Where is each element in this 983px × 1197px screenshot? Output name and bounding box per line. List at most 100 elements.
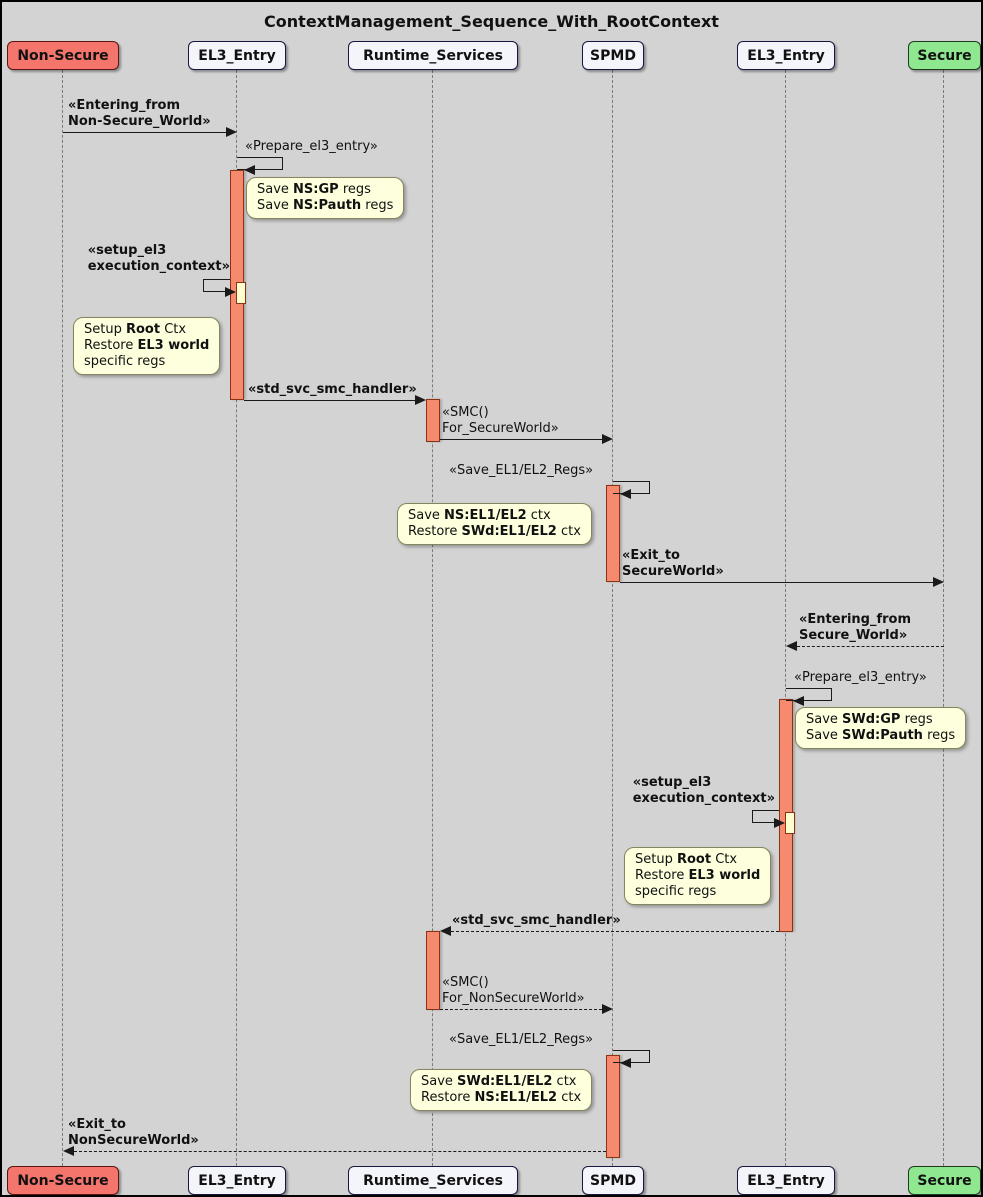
note-line: Save NS:Pauth regs <box>257 198 394 213</box>
label-line: «Save_EL1/EL2_Regs» <box>449 463 594 478</box>
lifeline-non-secure <box>62 70 63 1166</box>
arrowhead-left-icon <box>63 1146 74 1156</box>
activation-spmd-2 <box>606 1055 620 1158</box>
label-line: For_SecureWorld» <box>442 421 559 436</box>
message-label-std-svc-smc-handler-2: «std_svc_smc_handler» <box>452 913 621 929</box>
label-line: «Exit_to <box>622 548 680 563</box>
note-line: Restore SWd:EL1/EL2 ctx <box>408 524 581 539</box>
label-line: SecureWorld» <box>622 564 724 579</box>
nested-activation-el3-entry-2 <box>785 812 795 834</box>
label-line: «SMC() <box>442 405 489 420</box>
label-line: execution_context» <box>632 791 775 806</box>
arrowhead-left-icon <box>244 165 255 175</box>
label-line: «std_svc_smc_handler» <box>452 913 621 928</box>
message-label-save-el1-el2-regs-1: «Save_EL1/EL2_Regs» <box>449 463 593 479</box>
lifeline-runtime-services <box>432 70 433 1166</box>
participant-el3-entry-1-top: EL3_Entry <box>188 41 286 70</box>
label-line: «Exit_to <box>68 1117 126 1132</box>
note-line: Restore EL3 world <box>635 868 761 883</box>
message-label-save-el1-el2-regs-2: «Save_EL1/EL2_Regs» <box>449 1032 593 1048</box>
participant-el3-entry-1-bottom: EL3_Entry <box>188 1166 286 1195</box>
arrowhead-right-icon <box>774 818 785 828</box>
label-line: «Entering_from <box>799 612 912 627</box>
arrow-exit-to-nonsecureworld <box>74 1151 606 1152</box>
participant-secure-top: Secure <box>908 41 981 70</box>
label-line: execution_context» <box>87 259 230 274</box>
self-message-arrow-prepare-el3-entry-2 <box>786 688 832 701</box>
note-line: Save SWd:EL1/EL2 ctx <box>421 1074 577 1089</box>
note-line: Save NS:EL1/EL2 ctx <box>408 508 551 523</box>
note-line: Save SWd:GP regs <box>806 712 933 727</box>
note-line: specific regs <box>84 354 166 369</box>
self-message-arrow-setup-el3-2 <box>752 810 779 823</box>
arrow-std-svc-smc-handler-2 <box>451 931 779 932</box>
arrowhead-right-icon <box>415 395 426 405</box>
note-line: Setup Root Ctx <box>84 322 187 337</box>
lifeline-el3-entry-2 <box>785 70 786 1166</box>
label-line: «std_svc_smc_handler» <box>248 382 417 397</box>
label-line: «setup_el3 <box>632 775 712 790</box>
message-label-std-svc-smc-handler-1: «std_svc_smc_handler» <box>248 382 417 398</box>
participant-el3-entry-2-top: EL3_Entry <box>737 41 835 70</box>
message-label-exit-to-secureworld: «Exit_to SecureWorld» <box>622 548 724 580</box>
arrow-exit-to-secureworld <box>620 582 933 583</box>
arrow-smc-for-nonsecureworld <box>440 1009 602 1010</box>
note-save-ns-gp-regs: Save NS:GP regs Save NS:Pauth regs <box>246 177 405 219</box>
label-line: Non-Secure_World» <box>68 114 211 129</box>
arrowhead-right-icon <box>602 1004 613 1014</box>
self-message-arrow-prepare-el3-entry-1 <box>237 157 283 170</box>
message-label-smc-for-nonsecureworld: «SMC() For_NonSecureWorld» <box>442 975 585 1007</box>
participant-runtime-services-top: Runtime_Services <box>348 41 518 70</box>
arrowhead-left-icon <box>440 926 451 936</box>
note-save-swd-el1-el2-ctx: Save SWd:EL1/EL2 ctx Restore NS:EL1/EL2 … <box>410 1069 593 1111</box>
note-line: specific regs <box>635 884 717 899</box>
note-line: Setup Root Ctx <box>635 852 738 867</box>
note-save-swd-gp-regs: Save SWd:GP regs Save SWd:Pauth regs <box>795 707 967 749</box>
label-line: «Save_EL1/EL2_Regs» <box>449 1032 594 1047</box>
self-message-arrow-save-el1-el2-regs-1 <box>613 481 650 494</box>
note-setup-root-ctx-2: Setup Root Ctx Restore EL3 world specifi… <box>624 847 772 905</box>
arrow-smc-for-secureworld <box>440 439 602 440</box>
self-message-arrow-setup-el3-1 <box>203 279 230 292</box>
label-line: «Prepare_el3_entry» <box>794 670 927 685</box>
label-line: For_NonSecureWorld» <box>442 991 585 1006</box>
arrowhead-right-icon <box>226 127 237 137</box>
arrowhead-right-icon <box>602 434 613 444</box>
arrow-entering-from-secure-world <box>797 646 944 647</box>
activation-runtime-services-2 <box>426 931 440 1010</box>
label-line: Secure_World» <box>799 628 908 643</box>
arrowhead-left-icon <box>620 1058 631 1068</box>
message-label-setup-el3-1: «setup_el3 execution_context» <box>88 243 230 275</box>
participant-el3-entry-2-bottom: EL3_Entry <box>737 1166 835 1195</box>
arrow-entering-from-non-secure-world <box>63 132 226 133</box>
label-line: «setup_el3 <box>87 243 167 258</box>
note-line: Restore EL3 world <box>84 338 210 353</box>
participant-spmd-top: SPMD <box>582 41 644 70</box>
message-label-exit-to-nonsecureworld: «Exit_to NonSecureWorld» <box>68 1117 199 1149</box>
participant-spmd-bottom: SPMD <box>582 1166 644 1195</box>
label-line: «Prepare_el3_entry» <box>245 139 378 154</box>
participant-runtime-services-bottom: Runtime_Services <box>348 1166 518 1195</box>
arrowhead-left-icon <box>786 641 797 651</box>
arrowhead-left-icon <box>620 489 631 499</box>
note-save-ns-el1-el2-ctx: Save NS:EL1/EL2 ctx Restore SWd:EL1/EL2 … <box>397 503 592 545</box>
participant-non-secure-bottom: Non-Secure <box>7 1166 119 1195</box>
message-label-setup-el3-2: «setup_el3 execution_context» <box>633 775 775 807</box>
arrow-std-svc-smc-handler-1 <box>244 400 415 401</box>
label-line: «SMC() <box>442 975 489 990</box>
message-label-entering-from-secure-world: «Entering_from Secure_World» <box>799 612 911 644</box>
nested-activation-el3-entry-1 <box>236 282 246 304</box>
lifeline-spmd <box>612 70 613 1166</box>
lifeline-el3-entry-1 <box>236 70 237 1166</box>
note-setup-root-ctx-1: Setup Root Ctx Restore EL3 world specifi… <box>73 317 221 375</box>
diagram-title: ContextManagement_Sequence_With_RootCont… <box>264 12 719 31</box>
lifeline-secure <box>943 70 944 1166</box>
note-line: Restore NS:EL1/EL2 ctx <box>421 1090 582 1105</box>
label-line: «Entering_from <box>68 98 181 113</box>
note-line: Save NS:GP regs <box>257 182 371 197</box>
message-label-prepare-el3-entry-2: «Prepare_el3_entry» <box>794 670 927 686</box>
participant-secure-bottom: Secure <box>908 1166 981 1195</box>
arrowhead-right-icon <box>933 577 944 587</box>
message-label-smc-for-secureworld: «SMC() For_SecureWorld» <box>442 405 559 437</box>
message-label-prepare-el3-entry-1: «Prepare_el3_entry» <box>245 139 378 155</box>
